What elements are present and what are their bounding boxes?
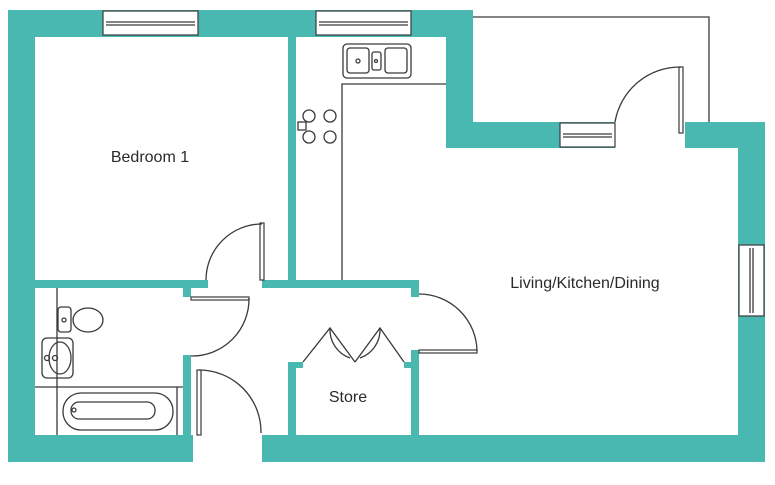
hob — [297, 109, 337, 144]
wall-stub — [183, 288, 191, 297]
door-balcony — [614, 66, 684, 134]
window-bedroom — [102, 10, 199, 36]
wall-left — [8, 10, 35, 462]
wall-bedroom-bottom — [35, 280, 208, 288]
room-label-living: Living/Kitchen/Dining — [510, 275, 659, 292]
wall-store-stub-right — [404, 362, 411, 368]
wall-bathroom-right — [183, 355, 191, 435]
wall-hall-stub — [411, 288, 419, 297]
wall-bottom-left — [8, 435, 193, 462]
wall-store-right — [411, 350, 419, 435]
window-living-top — [559, 122, 616, 148]
door-bathroom — [190, 296, 250, 357]
bathtub — [62, 392, 174, 431]
window-living-right — [738, 244, 765, 317]
kitchen-worktop — [341, 83, 446, 280]
wall-hall-top — [262, 280, 419, 288]
wall-store-stub-left — [296, 362, 303, 368]
room-label-store: Store — [329, 389, 367, 406]
washbasin — [41, 337, 74, 379]
window-kitchen — [315, 10, 412, 36]
toilet — [57, 306, 104, 333]
door-store — [302, 326, 405, 363]
balcony-outline — [472, 16, 710, 122]
door-living — [418, 293, 478, 354]
door-bedroom — [205, 222, 265, 281]
door-entrance — [196, 369, 262, 436]
wall-store-left — [288, 362, 296, 435]
wall-bedroom-kitchen — [288, 37, 296, 288]
wall-bottom-right — [262, 435, 765, 462]
room-label-bedroom: Bedroom 1 — [111, 149, 189, 166]
kitchen-sink — [342, 43, 412, 79]
